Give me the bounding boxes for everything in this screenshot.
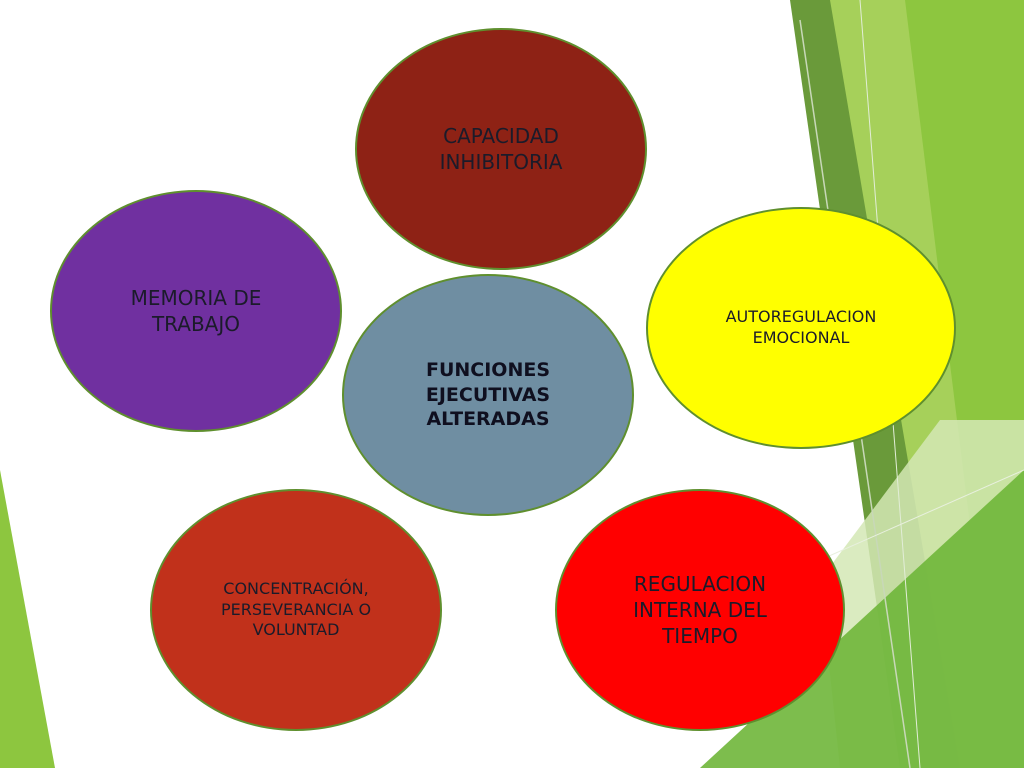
thin-line-3 [819, 469, 1024, 561]
left-green-accent [0, 470, 55, 768]
